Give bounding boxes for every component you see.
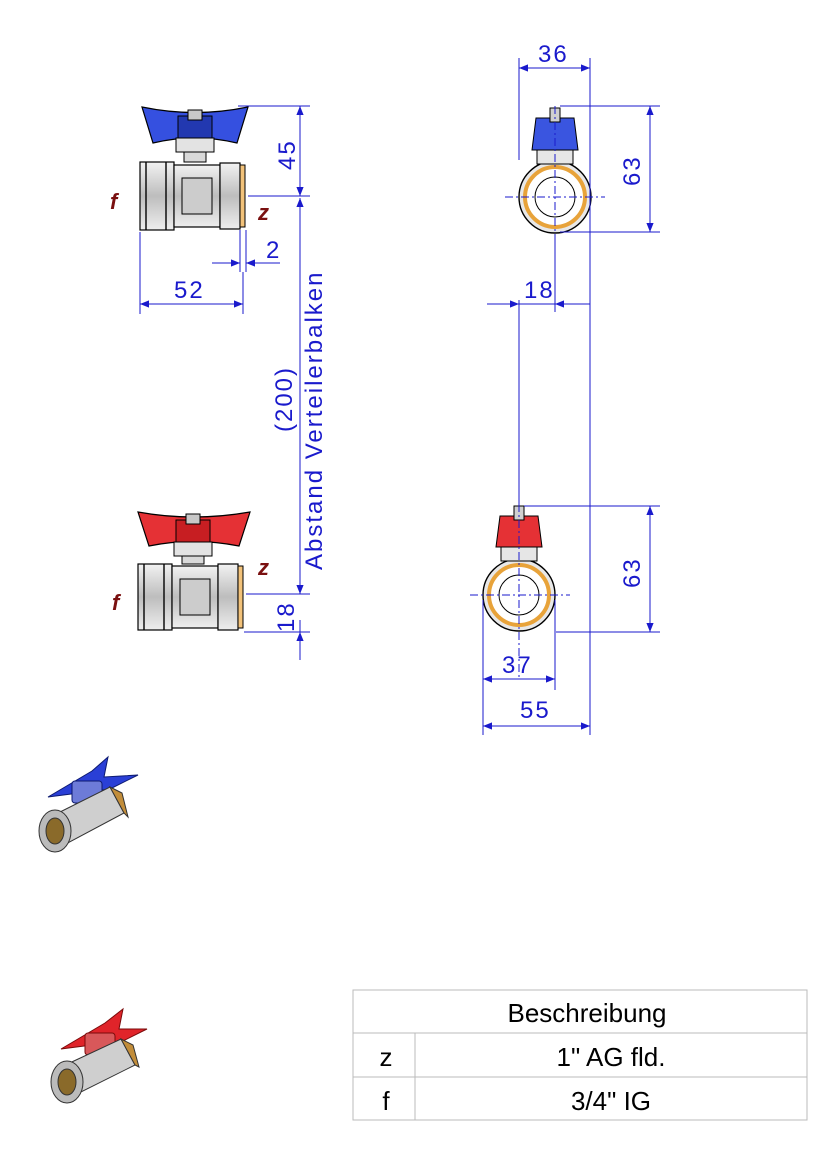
svg-text:Abstand Verteilerbalken: Abstand Verteilerbalken xyxy=(301,271,328,571)
svg-text:18: 18 xyxy=(524,277,555,304)
dimension-2: 2 xyxy=(212,230,281,272)
table-row-key: f xyxy=(382,1086,390,1116)
svg-text:45: 45 xyxy=(274,139,301,170)
table-row-value: 3/4" IG xyxy=(571,1086,651,1116)
table-row-value: 1" AG fld. xyxy=(557,1042,666,1072)
svg-text:(200): (200) xyxy=(271,366,298,432)
dimension-18-bottom: 18 xyxy=(244,593,310,660)
valve-red-handle-icon xyxy=(50,1007,148,1104)
label-f-bottom: f xyxy=(112,590,122,615)
svg-text:63: 63 xyxy=(619,155,646,186)
dimension-45: 45 xyxy=(238,105,310,197)
dimension-200: (200) Abstand Verteilerbalken xyxy=(271,198,328,594)
dimension-18-front: 18 xyxy=(487,235,590,510)
table-row-key: z xyxy=(380,1042,393,1072)
valve-blue-handle-icon xyxy=(38,755,139,853)
label-f-top: f xyxy=(110,189,120,214)
side-view-top-valve xyxy=(139,106,249,231)
side-view-bottom-valve xyxy=(137,511,251,631)
svg-text:52: 52 xyxy=(174,277,205,304)
svg-text:37: 37 xyxy=(502,652,533,679)
description-table: Beschreibung z 1" AG fld. f 3/4" IG xyxy=(352,989,808,1121)
dimension-52: 52 xyxy=(139,232,244,314)
svg-text:55: 55 xyxy=(520,697,551,724)
front-view-bottom-valve xyxy=(470,504,570,680)
svg-text:36: 36 xyxy=(538,41,569,68)
svg-text:63: 63 xyxy=(619,557,646,588)
svg-text:2: 2 xyxy=(266,237,281,264)
dimension-55: 55 xyxy=(483,697,590,730)
dimension-63-bottom: 63 xyxy=(524,505,660,633)
label-z-top: z xyxy=(257,200,269,225)
dimension-36: 36 xyxy=(518,41,591,735)
dimension-37: 37 xyxy=(482,600,556,735)
table-header: Beschreibung xyxy=(508,998,667,1028)
label-z-bottom: z xyxy=(257,555,269,580)
svg-text:18: 18 xyxy=(273,601,300,632)
dimension-63-top: 63 xyxy=(560,105,660,233)
front-view-top-valve xyxy=(505,106,605,235)
